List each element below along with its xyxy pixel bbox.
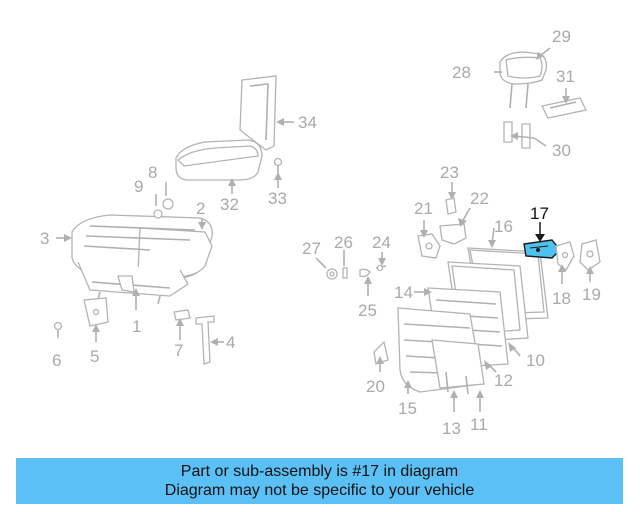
- rod-part-4: [195, 315, 215, 365]
- info-banner: Part or sub-assembly is #17 in diagram D…: [16, 458, 623, 504]
- screw-part-6: [53, 321, 63, 338]
- banner-line-2: Diagram may not be specific to your vehi…: [164, 482, 475, 499]
- part-17-shape: [523, 239, 561, 259]
- label-14: 14: [394, 283, 413, 302]
- label-2: 2: [196, 199, 205, 218]
- label-7: 7: [174, 341, 183, 360]
- seat-back-assembly: [397, 247, 549, 395]
- label-12: 12: [494, 371, 513, 390]
- label-19: 19: [582, 285, 601, 304]
- bracket-part-20: [373, 340, 389, 365]
- part-labels: 1 2 3 4 5 6 7 8 9 10 11 12 13 14 15 16 1…: [40, 27, 601, 438]
- banner-line-1: Part or sub-assembly is #17 in diagram: [180, 463, 459, 480]
- label-21: 21: [414, 199, 433, 218]
- label-13: 13: [442, 419, 461, 438]
- clip-part-33: [273, 157, 283, 174]
- label-34: 34: [298, 113, 317, 132]
- hardware-group: [326, 264, 387, 280]
- label-23: 23: [440, 163, 459, 182]
- label-25: 25: [358, 301, 377, 320]
- label-17: 17: [530, 204, 549, 223]
- label-11: 11: [470, 415, 488, 434]
- parts-diagram: 1 2 3 4 5 6 7 8 9 10 11 12 13 14 15 16 1…: [40, 27, 601, 438]
- pin-part-7: [173, 309, 191, 321]
- label-20: 20: [366, 377, 385, 396]
- cushion-pad-part-32: [175, 139, 263, 181]
- leader-lines: [56, 47, 594, 412]
- label-29: 29: [552, 27, 571, 46]
- headrest-assembly: [499, 51, 587, 149]
- latch-part-22: [439, 223, 467, 245]
- label-31: 31: [556, 67, 575, 86]
- label-8: 8: [148, 163, 157, 182]
- label-5: 5: [90, 347, 99, 366]
- knob-part-8: [162, 198, 174, 210]
- lever-part-23: [445, 197, 457, 215]
- label-10: 10: [526, 351, 545, 370]
- washer-part-9: [153, 209, 163, 219]
- label-6: 6: [52, 351, 61, 370]
- label-9: 9: [134, 177, 143, 196]
- label-15: 15: [398, 399, 417, 418]
- label-32: 32: [220, 195, 239, 214]
- label-33: 33: [268, 189, 287, 208]
- label-22: 22: [470, 189, 489, 208]
- label-18: 18: [552, 289, 571, 308]
- label-4: 4: [226, 333, 235, 352]
- label-27: 27: [302, 239, 321, 258]
- seat-cushion-assembly: [71, 214, 213, 305]
- label-30: 30: [552, 141, 571, 160]
- label-1: 1: [132, 317, 141, 336]
- label-26: 26: [334, 233, 353, 252]
- label-16: 16: [494, 217, 513, 236]
- part-17-highlighted: [523, 222, 561, 259]
- back-panel-part-34: [239, 75, 277, 151]
- label-3: 3: [40, 229, 49, 248]
- label-28: 28: [452, 63, 471, 82]
- label-24: 24: [372, 233, 391, 252]
